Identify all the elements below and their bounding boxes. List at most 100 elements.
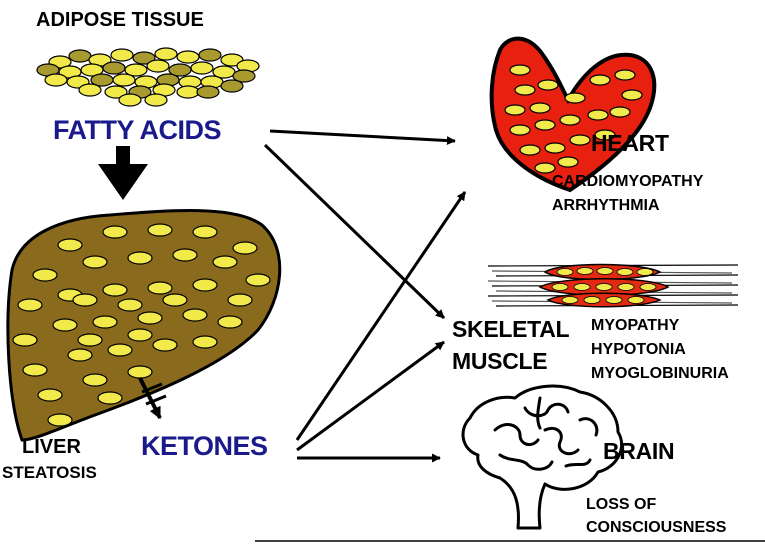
liver-fat-droplet bbox=[192, 225, 218, 239]
fat-droplet bbox=[78, 83, 102, 97]
liver-label: LIVER bbox=[22, 436, 81, 458]
fat-droplet bbox=[118, 93, 142, 107]
liver-fat-droplet bbox=[82, 255, 108, 269]
skeletal-muscle-icon bbox=[487, 263, 739, 308]
fatty-acids-to-liver-arrow bbox=[98, 146, 148, 200]
liver-fat-droplet bbox=[182, 308, 208, 322]
liver-to-ketones-blocked-arrow bbox=[138, 377, 167, 420]
liver-fat-droplet bbox=[117, 298, 143, 312]
fat-droplet bbox=[232, 69, 256, 83]
liver-fat-droplet bbox=[17, 298, 43, 312]
liver-fat-droplet bbox=[212, 255, 238, 269]
heart-fat-droplet bbox=[559, 114, 581, 126]
brain-label: BRAIN bbox=[603, 438, 675, 464]
fat-droplet bbox=[44, 73, 68, 87]
heart-fat-droplet bbox=[534, 162, 556, 174]
heart-fat-droplet bbox=[569, 134, 591, 146]
muscle-fat-droplet bbox=[583, 296, 601, 304]
heart-fat-droplet bbox=[609, 106, 631, 118]
liver-fat-droplet bbox=[92, 315, 118, 329]
adipose-tissue-icon bbox=[36, 47, 260, 107]
fat-droplet bbox=[132, 51, 156, 65]
ketones-to-heart-arrow bbox=[295, 191, 467, 441]
liver-fat-droplet bbox=[72, 293, 98, 307]
liver-fat-droplet bbox=[137, 311, 163, 325]
muscle-fat-droplet bbox=[556, 268, 574, 276]
liver-fat-droplet bbox=[12, 333, 38, 347]
muscle-fat-droplet bbox=[617, 283, 635, 291]
fat-droplet bbox=[110, 48, 134, 62]
liver-fat-droplet bbox=[97, 391, 123, 405]
fat-droplet bbox=[146, 59, 170, 73]
heart-fat-droplet bbox=[589, 74, 611, 86]
fat-droplet bbox=[124, 63, 148, 77]
heart-fat-droplet bbox=[509, 64, 531, 76]
fat-droplet bbox=[198, 48, 222, 62]
liver-fat-droplet bbox=[147, 281, 173, 295]
liver-fat-droplet bbox=[192, 335, 218, 349]
fat-droplet bbox=[220, 53, 244, 67]
liver-fat-droplet bbox=[82, 373, 108, 387]
liver-fat-droplet bbox=[245, 273, 271, 287]
liver-fat-droplet bbox=[37, 388, 63, 402]
fat-droplet bbox=[220, 79, 244, 93]
fat-droplet bbox=[102, 61, 126, 75]
skeletal-label: SKELETAL bbox=[452, 316, 570, 342]
heart-fat-droplet bbox=[514, 84, 536, 96]
ketones-label: KETONES bbox=[141, 431, 268, 461]
fat-droplet bbox=[154, 47, 178, 61]
heart-fat-droplet bbox=[534, 119, 556, 131]
liver-fat-droplet bbox=[127, 328, 153, 342]
heart-fat-droplet bbox=[557, 156, 579, 168]
liver-fat-droplet bbox=[57, 238, 83, 252]
liver-fat-droplet bbox=[32, 268, 58, 282]
muscle-fat-droplet bbox=[576, 267, 594, 275]
fatty-acids-to-muscle-arrow bbox=[263, 143, 446, 320]
heart-fat-droplet bbox=[537, 79, 559, 91]
heart-fat-droplet bbox=[594, 129, 616, 141]
liver-fat-droplet bbox=[127, 251, 153, 265]
liver-fat-droplet bbox=[102, 225, 128, 239]
heart-fat-droplet bbox=[614, 69, 636, 81]
muscle-fat-droplet bbox=[616, 268, 634, 276]
liver-fat-droplet bbox=[127, 365, 153, 379]
liver-fat-droplet bbox=[102, 283, 128, 297]
heart-fat-droplet bbox=[544, 142, 566, 154]
liver-icon bbox=[6, 209, 282, 442]
muscle-fat-droplet bbox=[561, 296, 579, 304]
fat-droplet bbox=[190, 61, 214, 75]
heart-fat-droplet bbox=[519, 144, 541, 156]
muscle-fat-droplet bbox=[636, 268, 654, 276]
fat-droplet bbox=[112, 73, 136, 87]
muscle-fat-droplet bbox=[639, 283, 657, 291]
heart-fat-droplet bbox=[504, 104, 526, 116]
brain-icon bbox=[461, 384, 624, 530]
muscle-effect-myoglobinuria: MYOGLOBINURIA bbox=[591, 365, 729, 382]
liver-fat-droplet bbox=[52, 318, 78, 332]
heart-label: HEART bbox=[591, 130, 669, 156]
fat-droplet bbox=[196, 85, 220, 99]
muscle-effect-myopathy: MYOPATHY bbox=[591, 317, 680, 334]
muscle-effect-hypotonia: HYPOTONIA bbox=[591, 341, 686, 358]
liver-fat-droplet bbox=[147, 223, 173, 237]
muscle-fat-droplet bbox=[627, 296, 645, 304]
heart-icon bbox=[489, 36, 657, 193]
adipose-tissue-label: ADIPOSE TISSUE bbox=[36, 9, 204, 31]
liver-fat-droplet bbox=[152, 338, 178, 352]
liver-fat-droplet bbox=[172, 248, 198, 262]
liver-fat-droplet bbox=[67, 348, 93, 362]
heart-fat-droplet bbox=[587, 109, 609, 121]
fatty-acids-label: FATTY ACIDS bbox=[53, 115, 222, 145]
liver-fat-droplet bbox=[22, 363, 48, 377]
liver-fat-droplet bbox=[47, 413, 73, 427]
brain-effect-loss-of: LOSS OF bbox=[586, 496, 657, 513]
muscle-fat-droplet bbox=[596, 267, 614, 275]
heart-fat-droplet bbox=[529, 102, 551, 114]
liver-fat-droplet bbox=[192, 278, 218, 292]
ketones-to-muscle-arrow bbox=[296, 340, 445, 452]
fat-droplet bbox=[176, 85, 200, 99]
liver-fat-droplet bbox=[162, 293, 188, 307]
heart-fat-droplet bbox=[564, 92, 586, 104]
muscle-fat-droplet bbox=[573, 283, 591, 291]
heart-effect-arrhythmia: ARRHYTHMIA bbox=[552, 197, 660, 214]
